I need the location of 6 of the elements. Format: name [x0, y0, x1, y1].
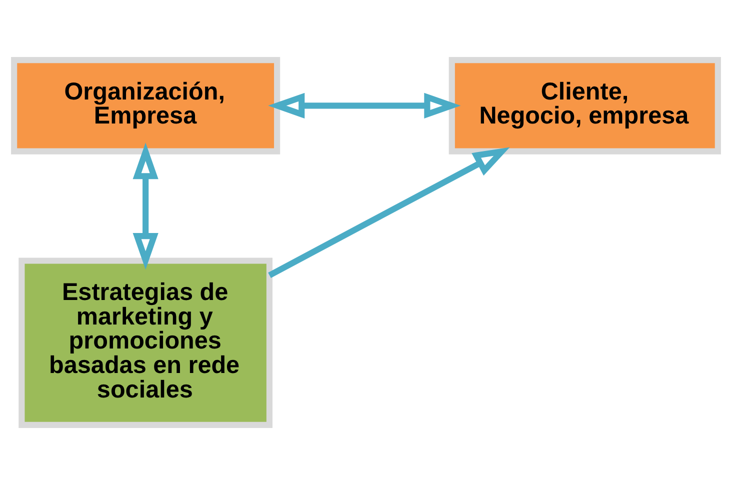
node-box: Estrategias de marketing y promociones basadas en rede sociales [18, 258, 273, 428]
arrow [268, 92, 461, 118]
node-box: Organización, Empresa [11, 57, 280, 154]
node-box: Cliente, Negocio, empresa [448, 57, 721, 154]
arrow [132, 142, 158, 270]
arrow [268, 147, 510, 278]
